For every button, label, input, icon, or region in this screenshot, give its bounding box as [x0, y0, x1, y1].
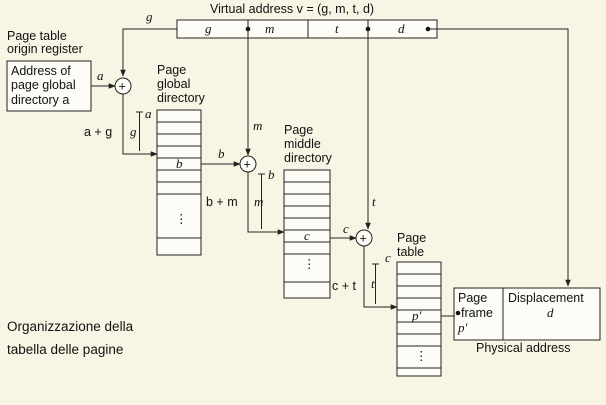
origin-register-box: [6, 60, 92, 112]
displacement-value: d: [547, 305, 554, 320]
origin-register-label-1: Page table: [7, 29, 67, 43]
middle-directory-entry: c: [304, 228, 310, 243]
frame-label-3: p′: [457, 320, 468, 335]
b-plus-m-arrow: [247, 172, 285, 235]
table-offset-bracket: [372, 263, 379, 304]
global-offset-top: a: [145, 106, 152, 121]
middle-directory-label-1: Page: [284, 123, 313, 137]
middle-offset-top: b: [268, 167, 275, 182]
page-table-ellipsis: ⋮: [415, 349, 428, 363]
table-offset-top: c: [385, 250, 391, 265]
frame-label-2: frame: [461, 306, 493, 320]
arrow-label-a: a: [97, 68, 104, 83]
va-field-t: t: [335, 21, 339, 36]
sum-label-a-plus-g: a + g: [84, 125, 112, 139]
physical-address-register: [453, 287, 601, 341]
global-directory-label-3: directory: [157, 91, 206, 105]
global-directory-label-1: Page: [157, 63, 186, 77]
physical-address-title: Physical address: [476, 341, 571, 355]
origin-register-content-1: Address of: [11, 64, 71, 78]
page-table-entry: p′: [411, 308, 422, 323]
svg-text:+: +: [119, 80, 126, 94]
middle-offset-bracket: [258, 173, 265, 229]
svg-text:+: +: [244, 158, 251, 172]
va-field-g: g: [205, 21, 212, 36]
va-field-d: d: [398, 21, 405, 36]
global-directory-label-2: global: [157, 77, 190, 91]
arrow-label-c: c: [343, 221, 349, 236]
va-field-m: m: [265, 21, 274, 36]
adder-3: +: [355, 229, 373, 247]
arrow-label-g: g: [146, 9, 153, 24]
a-plus-g-arrow: [122, 94, 158, 157]
arrow-label-t: t: [372, 194, 376, 209]
svg-text:+: +: [360, 232, 367, 246]
d-arrow: [428, 28, 571, 287]
global-directory-table: [156, 109, 202, 256]
frame-label-1: Page: [458, 291, 487, 305]
virtual-address-title: Virtual address v = (g, m, t, d): [210, 2, 374, 16]
middle-directory-table: [283, 169, 331, 299]
origin-register-content-2: page global: [11, 78, 76, 92]
global-offset-bracket: [136, 111, 143, 151]
displacement-label: Displacement: [508, 291, 584, 305]
page-table-table: [396, 261, 442, 377]
middle-offset-side: m: [254, 194, 263, 209]
page-table-label-1: Page: [397, 231, 426, 245]
origin-register-content-3: directory a: [11, 93, 69, 107]
global-directory-ellipsis: ⋮: [175, 212, 188, 226]
adder-2: +: [239, 155, 257, 173]
middle-directory-label-2: middle: [284, 137, 321, 151]
global-offset-side: g: [130, 124, 137, 139]
page-table-label-2: table: [397, 245, 424, 259]
c-plus-t-arrow: [363, 246, 398, 310]
sum-label-b-plus-m: b + m: [206, 195, 238, 209]
adder-1: +: [114, 77, 132, 95]
table-offset-side: t: [371, 276, 375, 291]
origin-register-label-2: origin register: [7, 42, 83, 56]
g-arrow: [120, 28, 177, 77]
middle-directory-ellipsis: ⋮: [303, 257, 316, 271]
virtual-address-register: g m t d: [176, 19, 438, 39]
global-directory-entry: b: [176, 156, 183, 171]
sum-label-c-plus-t: c + t: [332, 279, 356, 293]
caption-line-2: tabella delle pagine: [7, 342, 123, 357]
arrow-label-b: b: [218, 146, 225, 161]
middle-directory-label-3: directory: [284, 151, 333, 165]
arrow-label-m: m: [253, 118, 262, 133]
caption-line-1: Organizzazione della: [7, 319, 134, 334]
